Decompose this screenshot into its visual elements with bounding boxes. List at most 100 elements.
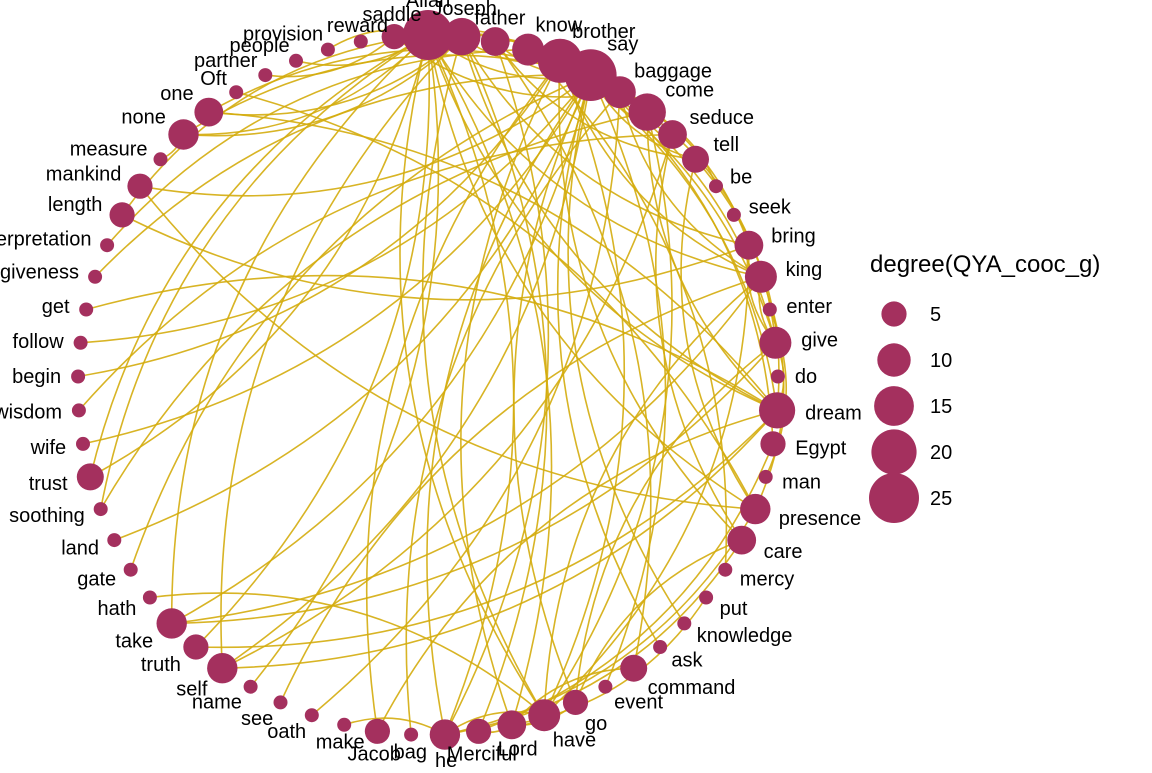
node-follow[interactable] bbox=[73, 335, 88, 350]
node-label-man: man bbox=[782, 471, 821, 493]
node-partner[interactable] bbox=[258, 68, 273, 83]
edge-king-have bbox=[543, 276, 762, 716]
node-label-ask: ask bbox=[671, 650, 703, 672]
node-go[interactable] bbox=[562, 689, 589, 716]
node-mankind[interactable] bbox=[127, 173, 153, 199]
node-label-event: event bbox=[614, 691, 663, 713]
node-care[interactable] bbox=[727, 525, 757, 555]
node-label-people: people bbox=[230, 35, 290, 57]
node-bring[interactable] bbox=[734, 230, 764, 260]
node-know[interactable] bbox=[512, 33, 545, 66]
edge-Allah-soothing bbox=[99, 34, 429, 510]
node-king[interactable] bbox=[744, 260, 777, 293]
edge-give-go bbox=[574, 342, 776, 703]
edge-come-soothing bbox=[100, 111, 648, 510]
node-take[interactable] bbox=[156, 608, 187, 639]
node-name[interactable] bbox=[243, 679, 258, 694]
node-label-Egypt: Egypt bbox=[795, 438, 847, 460]
node-say[interactable] bbox=[564, 49, 617, 101]
node-Joseph[interactable] bbox=[443, 17, 481, 56]
node-get[interactable] bbox=[79, 302, 94, 317]
node-presence[interactable] bbox=[740, 493, 771, 525]
node-label-none: none bbox=[121, 107, 166, 129]
edge-trust-Allah bbox=[89, 34, 429, 478]
node-Egypt[interactable] bbox=[760, 431, 786, 457]
node-trust[interactable] bbox=[76, 463, 104, 491]
node-people[interactable] bbox=[289, 53, 303, 68]
edge-Joseph-self bbox=[220, 36, 463, 669]
node-label-see: see bbox=[241, 708, 273, 730]
edge-say-wife bbox=[82, 74, 592, 445]
node-wisdom[interactable] bbox=[71, 403, 86, 418]
node-enter[interactable] bbox=[762, 302, 777, 317]
node-command[interactable] bbox=[620, 654, 648, 682]
edge-say-take bbox=[171, 74, 592, 625]
node-dream[interactable] bbox=[759, 392, 796, 429]
node-self[interactable] bbox=[207, 653, 238, 684]
edge-Joseph-have bbox=[421, 36, 545, 716]
node-knowledge[interactable] bbox=[677, 616, 692, 631]
node-truth[interactable] bbox=[183, 634, 209, 660]
edge-come-have bbox=[543, 111, 673, 716]
node-Jacob[interactable] bbox=[364, 718, 390, 744]
node-begin[interactable] bbox=[71, 369, 86, 384]
node-seek[interactable] bbox=[726, 207, 741, 222]
node-bag[interactable] bbox=[404, 727, 419, 742]
node-give[interactable] bbox=[759, 326, 792, 359]
edge-mankind-presence bbox=[139, 185, 756, 510]
node-label-say: say bbox=[607, 33, 638, 55]
node-label-provision: provision bbox=[243, 23, 323, 45]
node-be[interactable] bbox=[709, 179, 723, 194]
node-do[interactable] bbox=[770, 369, 785, 384]
node-ask[interactable] bbox=[653, 640, 668, 654]
node-gate[interactable] bbox=[123, 562, 138, 577]
node-Oft[interactable] bbox=[229, 85, 244, 100]
node-land[interactable] bbox=[107, 533, 122, 548]
node-put[interactable] bbox=[699, 590, 714, 605]
node-wife[interactable] bbox=[76, 436, 90, 451]
edge-say-forgiveness bbox=[94, 74, 591, 278]
node-man[interactable] bbox=[758, 469, 773, 484]
node-label-mankind: mankind bbox=[46, 163, 122, 185]
edge-brother-Jacob bbox=[365, 60, 561, 732]
node-event[interactable] bbox=[598, 679, 613, 694]
node-baggage[interactable] bbox=[603, 76, 636, 109]
node-forgiveness[interactable] bbox=[88, 269, 103, 284]
node-length[interactable] bbox=[109, 202, 135, 228]
node-interpretation[interactable] bbox=[100, 238, 115, 253]
node-label-one: one bbox=[160, 83, 193, 105]
node-see[interactable] bbox=[273, 695, 288, 710]
node-Allah[interactable] bbox=[403, 10, 453, 60]
node-hath[interactable] bbox=[142, 590, 157, 605]
edge-brother-have bbox=[543, 60, 626, 716]
node-reward[interactable] bbox=[353, 34, 368, 49]
node-none[interactable] bbox=[168, 119, 199, 150]
edge-Jacob-dream bbox=[376, 409, 778, 732]
node-provision[interactable] bbox=[320, 42, 335, 57]
edge-presence-Oft bbox=[235, 91, 757, 510]
node-oath[interactable] bbox=[304, 708, 319, 723]
edge-presence-he bbox=[444, 508, 756, 736]
node-tell[interactable] bbox=[682, 145, 709, 173]
node-have[interactable] bbox=[528, 699, 561, 732]
node-label-gate: gate bbox=[77, 569, 116, 591]
node-soothing[interactable] bbox=[93, 502, 108, 517]
legend-title: degree(QYA_cooc_g) bbox=[870, 251, 1100, 278]
legend-label-20: 20 bbox=[930, 442, 952, 464]
node-Lord[interactable] bbox=[497, 710, 527, 740]
edge-king-take bbox=[171, 276, 762, 625]
node-he[interactable] bbox=[429, 719, 461, 750]
node-come[interactable] bbox=[628, 93, 666, 131]
node-measure[interactable] bbox=[153, 152, 168, 167]
edge-baggage-king bbox=[619, 92, 762, 278]
edge-dream-one bbox=[208, 111, 778, 411]
node-one[interactable] bbox=[194, 97, 224, 127]
node-saddle[interactable] bbox=[381, 23, 407, 50]
node-Merciful[interactable] bbox=[466, 718, 492, 744]
legend-label-15: 15 bbox=[930, 396, 952, 418]
node-father[interactable] bbox=[480, 27, 510, 56]
node-seduce[interactable] bbox=[658, 120, 687, 149]
node-make[interactable] bbox=[337, 717, 352, 732]
node-mercy[interactable] bbox=[718, 562, 733, 577]
